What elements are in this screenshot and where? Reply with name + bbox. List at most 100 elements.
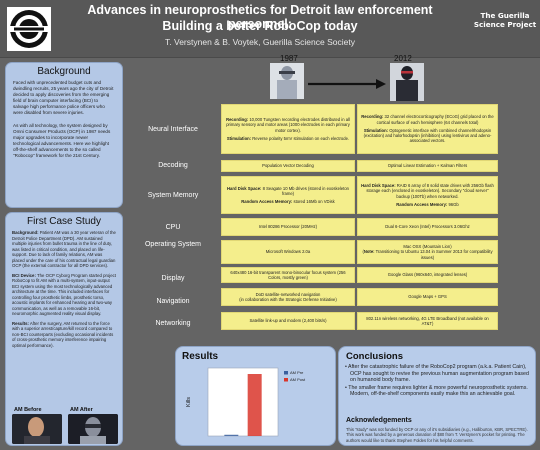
cell-text: 96Gb — [447, 201, 459, 207]
cell-line: Hard Disk Space: RAID 6 array of 8 solid… — [361, 183, 494, 199]
cell-line: (in collaboration with the Strategic Def… — [239, 297, 337, 302]
acknowledgements-text: This "study" was not funded by OCP or an… — [346, 427, 528, 443]
chart-bar — [224, 434, 239, 436]
cell-2012-networking: 802.11n wireless networking, 4G LTE Broa… — [357, 312, 498, 330]
cell-1987-neural-interface: Recording: 10,000 Tungsten recording ele… — [221, 104, 355, 154]
cell-2012-cpu: Dual 6-Core Xeon (Intel) Processors 3.06… — [357, 218, 498, 236]
row-label-operating-system: Operating System — [144, 241, 202, 248]
first-case-paragraph-background: Background: Patient AM was a 30 year vet… — [12, 230, 116, 269]
cell-text: 10,000 Tungsten recording electrodes dis… — [226, 117, 350, 133]
conclusion-text: The smaller frame requires lighter & mor… — [348, 384, 528, 398]
cell-line: Hard Disk Space: 8 Seagate 10 Mb drives … — [225, 186, 351, 196]
row-label-display: Display — [161, 275, 185, 282]
chart-legend-swatch — [284, 378, 288, 382]
cell-1987-networking: Satellite link-up and modem (2,400 bits/… — [221, 312, 355, 330]
acknowledgements-heading: Acknowledgements — [346, 417, 412, 424]
cell-lead: Stimulation: — [363, 127, 389, 133]
cell-line: Recording: 10,000 Tungsten recording ele… — [225, 117, 351, 133]
results-heading: Results — [182, 351, 219, 362]
conclusion-item: • The smaller frame requires lighter & m… — [345, 384, 528, 398]
cell-line: Recording: 32 channel electrocorticograp… — [361, 114, 494, 124]
first-case-paragraph-results: Results: After the surgery, AM returned … — [12, 321, 116, 349]
conclusion-text: After the catastrophic failure of the Ro… — [348, 364, 529, 384]
paragraph-body: After the surgery, AM returned to the fo… — [12, 320, 114, 348]
cell-2012-neural-interface: Recording: 32 channel electrocorticograp… — [357, 104, 498, 154]
chart-y-axis-label: Kills — [186, 397, 192, 407]
cell-line: Random Access Memory: stored 16Mb on VDi… — [225, 199, 351, 204]
background-card: Background Faced with unprecedented budg… — [5, 62, 123, 208]
cell-lead: Recording: — [226, 117, 249, 123]
paragraph-lead: BCI Device: — [12, 272, 36, 278]
cell-lead: Note: — [363, 249, 375, 255]
poster-authors: T. Verstynen & B. Voytek, Guerilla Scien… — [165, 37, 355, 47]
cell-2012-display: Google Glass (960x640, integrated lenses… — [357, 267, 498, 283]
cell-text: 8 Seagate 10 Mb drives (stored in exoske… — [261, 185, 349, 196]
cell-1987-operating-system: Microsoft Windows 2.0a — [221, 240, 355, 264]
year-1987-label: 1987 — [280, 54, 298, 63]
cell-lead: Stimulation: — [226, 135, 252, 141]
cell-2012-decoding: Optimal Linear Estimation + Kalman Filte… — [357, 160, 498, 172]
arrow-right-icon — [308, 79, 386, 89]
cell-2012-navigation: Google Maps + GPS — [357, 288, 498, 306]
cell-line: Mac OSX (Mountain Lion) — [403, 244, 452, 250]
row-label-navigation: Navigation — [156, 298, 190, 305]
first-case-heading: First Case Study — [27, 216, 101, 227]
cell-2012-operating-system: Mac OSX (Mountain Lion) (Note: Transitio… — [357, 240, 498, 264]
conclusions-list: • After the catastrophic failure of the … — [344, 364, 534, 399]
cell-1987-system-memory: Hard Disk Space: 8 Seagate 10 Mb drives … — [221, 176, 355, 214]
row-label-cpu: CPU — [165, 224, 181, 231]
cell-lead: Random Access Memory: — [396, 201, 448, 207]
row-label-networking: Networking — [155, 320, 191, 327]
chart-legend-swatch — [284, 371, 288, 375]
cell-1987-display: 640x480 16-bit transparent mono-binocula… — [221, 267, 355, 283]
am-after-photo — [68, 414, 118, 444]
year-2012-label: 2012 — [394, 54, 412, 63]
photo-after-label: AM After — [70, 407, 93, 413]
robocop-2012-image — [390, 63, 424, 101]
cell-line: DoD satellite-networked navigation — [255, 291, 321, 297]
poster-title-line-1: Advances in neuroprosthetics for Detroit… — [87, 3, 433, 31]
first-case-paragraph-bci: BCI Device: The OCP Cyborg Program start… — [12, 273, 116, 317]
am-before-photo — [12, 414, 62, 444]
cell-text: stored 16Mb on VDisk — [292, 199, 335, 205]
row-label-system-memory: System Memory — [147, 192, 199, 199]
paragraph-lead: Results: — [12, 320, 29, 326]
robocop-logo-icon — [7, 7, 51, 51]
robocop-1987-image — [270, 63, 304, 99]
cell-line: Stimulation: Reverse polarity 5mV stimul… — [225, 136, 351, 141]
cell-1987-decoding: Population Vector Decoding — [221, 160, 355, 172]
photo-before-label: AM Before — [14, 407, 42, 413]
chart-legend-label: AM Post — [290, 377, 306, 382]
chart-plot-area — [207, 367, 279, 437]
background-heading: Background — [37, 66, 91, 77]
cell-line: Random Access Memory: 96Gb — [361, 202, 494, 207]
background-paragraph-1: Faced with unprecedented budget cuts and… — [13, 80, 114, 116]
logo-line-2: Science Project — [473, 19, 537, 29]
paragraph-body: Patient AM was a 30 year veteran of the … — [12, 230, 116, 268]
cell-2012-system-memory: Hard Disk Space: RAID 6 array of 8 solid… — [357, 176, 498, 214]
cell-text: Reverse polarity 5mV stimulation on each… — [251, 135, 350, 141]
cell-text: RAID 6 array of 8 solid state drives wit… — [366, 183, 494, 199]
row-label-decoding: Decoding — [158, 162, 188, 169]
chart-bar — [247, 374, 262, 436]
cell-line: Stimulation: Optogenetic interface with … — [361, 128, 494, 144]
conclusion-item: • After the catastrophic failure of the … — [345, 364, 529, 384]
comparison-section: 1987 2012 Neural Interface Recording: 10… — [126, 50, 540, 345]
cell-lead: Random Access Memory: — [241, 199, 293, 205]
cell-1987-cpu: Intel 80286 Processor (20MHz) — [221, 218, 355, 236]
poster-header: Advances in neuroprosthetics for Detroit… — [0, 0, 540, 58]
cell-line: (Note: Transitioning to Ubuntu 13.04 in … — [362, 249, 493, 260]
cell-text: Optogenetic interface with combined chan… — [363, 127, 492, 144]
conclusions-card: Conclusions • After the catastrophic fai… — [338, 346, 536, 446]
before-after-photos: AM Before AM After — [12, 407, 118, 445]
cell-lead: Hard Disk Space: — [227, 185, 262, 191]
first-case-study-card: First Case Study Background: Patient AM … — [5, 212, 123, 446]
row-label-neural-interface: Neural Interface — [148, 126, 198, 133]
guerilla-science-logo: The Guerilla Science Project — [472, 11, 538, 29]
background-paragraph-2: As with all technology, the system desig… — [13, 122, 111, 159]
paragraph-body: The OCP Cyborg Program started project R… — [12, 272, 116, 317]
paragraph-lead: Background: — [12, 230, 39, 235]
